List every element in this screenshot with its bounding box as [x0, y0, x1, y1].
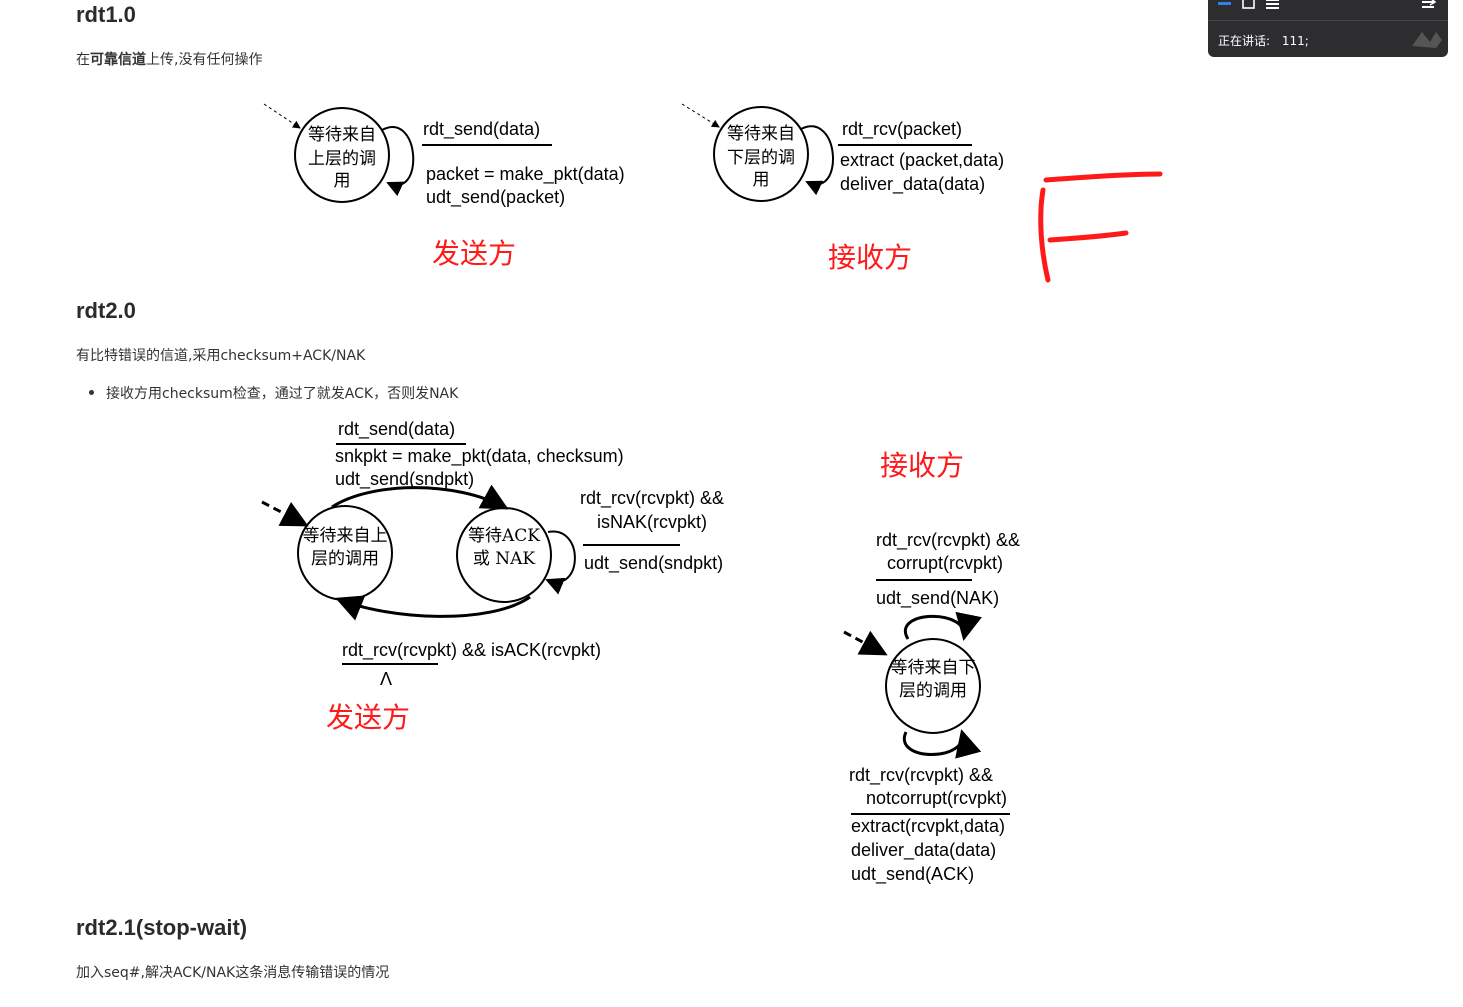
- sender-label: 发送方: [432, 237, 516, 270]
- corrupt-self-loop: [904, 611, 982, 641]
- action-line-2: deliver_data(data): [840, 174, 985, 195]
- rdt21-description: 加入seq#,解决ACK/NAK这条消息传输错误的情况: [76, 965, 390, 981]
- speaking-status: 正在讲话: 111;: [1218, 32, 1309, 49]
- action-line-1: packet = make_pkt(data): [426, 164, 625, 185]
- event-label: rdt_rcv(packet): [842, 119, 962, 140]
- event-label: rdt_send(data): [423, 119, 540, 140]
- heading-rdt10: rdt1.0: [76, 2, 136, 27]
- action-line-2: udt_send(packet): [426, 187, 565, 208]
- state1-line-2: 层的调用: [311, 549, 379, 569]
- nak-event-line-1: rdt_rcv(rcvpkt) &&: [580, 488, 724, 509]
- state-line-3: 用: [334, 171, 351, 191]
- rdt20-receiver-diagram: 接收方 rdt_rcv(rcvpkt) && corrupt(rcvpkt) u…: [843, 449, 1020, 885]
- initial-arrow: [843, 630, 888, 656]
- speaking-value: 111;: [1281, 34, 1309, 48]
- restore-icon[interactable]: [1242, 0, 1255, 9]
- speaking-label: 正在讲话:: [1218, 34, 1271, 48]
- send-transition-arrow: [331, 484, 509, 510]
- desc-post: 上传,没有任何操作: [146, 52, 263, 68]
- state-line-1: 等待来自: [308, 125, 376, 145]
- state-line-2: 上层的调: [308, 149, 376, 169]
- logo-icon: [1412, 32, 1442, 48]
- rdt20-sender-diagram: rdt_send(data) snkpkt = make_pkt(data, c…: [261, 419, 724, 734]
- state-line-2: 下层的调: [727, 148, 795, 168]
- state-line-1: 等待来自: [727, 124, 795, 144]
- initial-arrow: [261, 500, 309, 527]
- handwriting-stroke-middle: [1047, 230, 1129, 243]
- send-action-1: snkpkt = make_pkt(data, checksum): [335, 446, 624, 467]
- ok-event-line-2: notcorrupt(rcvpkt): [866, 788, 1007, 808]
- desc-pre: 在: [76, 52, 90, 68]
- handwritten-annotation: F: [1038, 171, 1163, 283]
- state2-line-2: 或 NAK: [473, 549, 536, 569]
- ack-action: Λ: [380, 669, 392, 689]
- rdt20-bullet: 接收方用checksum检查，通过了就发ACK，否则发NAK: [106, 386, 459, 402]
- rdt20-description: 有比特错误的信道,采用checksum+ACK/NAK: [76, 348, 366, 364]
- initial-arrow: [681, 103, 720, 128]
- bullet-dot: [89, 390, 94, 395]
- state2-line-1: 等待ACK: [468, 526, 540, 546]
- nak-event-line-2: isNAK(rcvpkt): [597, 512, 707, 532]
- meeting-widget: 正在讲话: 111;: [1208, 0, 1448, 57]
- action-line-1: extract (packet,data): [840, 150, 1004, 170]
- desc-bold: 可靠信道: [90, 52, 146, 68]
- sender-label: 发送方: [326, 701, 410, 734]
- state-line-1: 等待来自下: [891, 658, 976, 678]
- heading-rdt20: rdt2.0: [76, 298, 136, 323]
- widget-toolbar: [1208, 0, 1448, 21]
- send-action-2: udt_send(sndpkt): [335, 469, 474, 490]
- ok-action-2: deliver_data(data): [851, 840, 996, 861]
- nak-action: udt_send(sndpkt): [584, 553, 723, 574]
- handwriting-stroke-top: [1043, 171, 1163, 183]
- rdt10-sender-diagram: 等待来自 上层的调 用 rdt_send(data) packet = make…: [263, 103, 625, 270]
- ok-event-line-1: rdt_rcv(rcvpkt) &&: [849, 765, 993, 786]
- minimize-icon[interactable]: [1218, 2, 1231, 5]
- collapse-icon[interactable]: [1422, 0, 1437, 8]
- state-circle: [885, 638, 981, 734]
- corrupt-event-line-2: corrupt(rcvpkt): [887, 553, 1003, 573]
- ok-action-3: udt_send(ACK): [851, 864, 974, 885]
- corrupt-event-line-1: rdt_rcv(rcvpkt) &&: [876, 530, 1020, 551]
- ack-transition-arrow: [335, 595, 531, 621]
- self-loop-arrow: [381, 126, 415, 197]
- heading-rdt21: rdt2.1(stop-wait): [76, 915, 248, 940]
- self-loop-arrow: [800, 125, 834, 196]
- ok-self-loop: [902, 729, 982, 759]
- state-line-3: 用: [753, 170, 770, 190]
- handwriting-stroke-vertical: [1038, 187, 1051, 283]
- receiver-label: 接收方: [880, 449, 964, 482]
- state-circle: [294, 107, 390, 203]
- widget-toolbar-icons: [1218, 0, 1437, 9]
- receiver-label: 接收方: [828, 241, 912, 274]
- rdt10-receiver-diagram: 等待来自 下层的调 用 rdt_rcv(packet) extract (pac…: [681, 103, 1004, 274]
- menu-icon[interactable]: [1266, 0, 1279, 9]
- ack-event-label: rdt_rcv(rcvpkt) && isACK(rcvpkt): [342, 640, 601, 661]
- send-event-label: rdt_send(data): [338, 419, 455, 440]
- state-circle: [713, 106, 809, 202]
- initial-arrow: [263, 103, 301, 129]
- state-line-2: 层的调用: [899, 681, 967, 701]
- state1-line-1: 等待来自上: [303, 526, 388, 546]
- corrupt-action: udt_send(NAK): [876, 588, 999, 609]
- rdt10-description: 在可靠信道上传,没有任何操作: [76, 49, 262, 69]
- ok-action-1: extract(rcvpkt,data): [851, 816, 1005, 836]
- nak-self-loop: [545, 530, 576, 595]
